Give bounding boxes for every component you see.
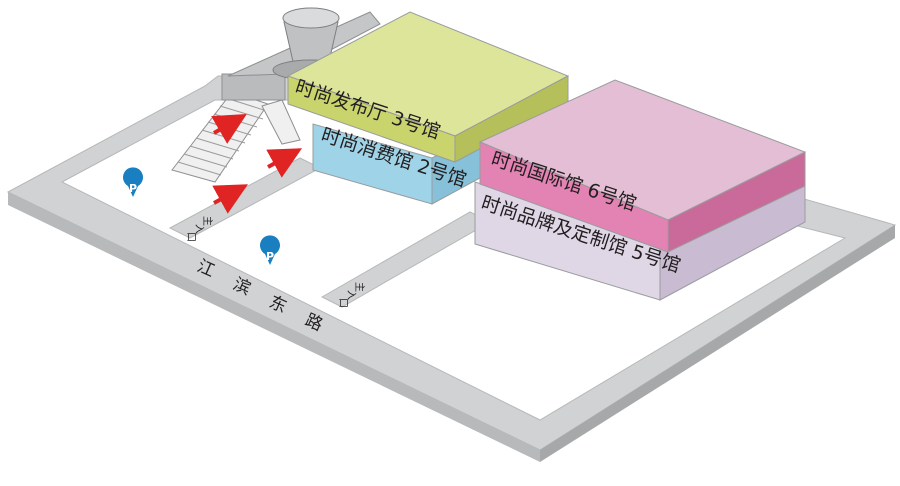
parking-marker-2[interactable]: P [260, 235, 280, 265]
guidance-arrows [211, 113, 303, 214]
entrance-char: 入 [345, 290, 356, 300]
entrance-label-west: 主 入 口 [185, 216, 213, 242]
site-platform-right-edge [540, 225, 895, 462]
parking-marker-1[interactable]: P [123, 167, 143, 197]
hall-6-side [667, 151, 806, 253]
road-name-char: 滨 [230, 274, 254, 299]
stairs-landing [221, 73, 286, 101]
entrance-label-east: 主 入 口 [337, 282, 365, 308]
hall-6[interactable] [478, 79, 807, 253]
tower-top [282, 7, 340, 29]
road-name-label: 江 滨 东 路 [194, 256, 326, 335]
road-name-char: 路 [302, 310, 326, 335]
parking-label: P [129, 182, 137, 195]
entrance-char: 口 [337, 298, 348, 308]
parking-pin-icon [260, 235, 280, 265]
entrance-char: 口 [185, 232, 196, 242]
entrance-char: 入 [193, 224, 204, 234]
road-name-char: 东 [266, 292, 290, 317]
arrow-3 [212, 184, 249, 214]
arrow-2 [266, 148, 303, 178]
entrance-char: 主 [201, 216, 213, 226]
parking-pin-icon [123, 167, 143, 197]
road-name-char: 江 [194, 256, 218, 281]
entrance-char: 主 [353, 282, 365, 292]
stairs-east [261, 99, 301, 145]
parking-label: P [266, 250, 274, 263]
arrow-1 [211, 113, 247, 144]
site-platform-front-edge [8, 192, 540, 462]
